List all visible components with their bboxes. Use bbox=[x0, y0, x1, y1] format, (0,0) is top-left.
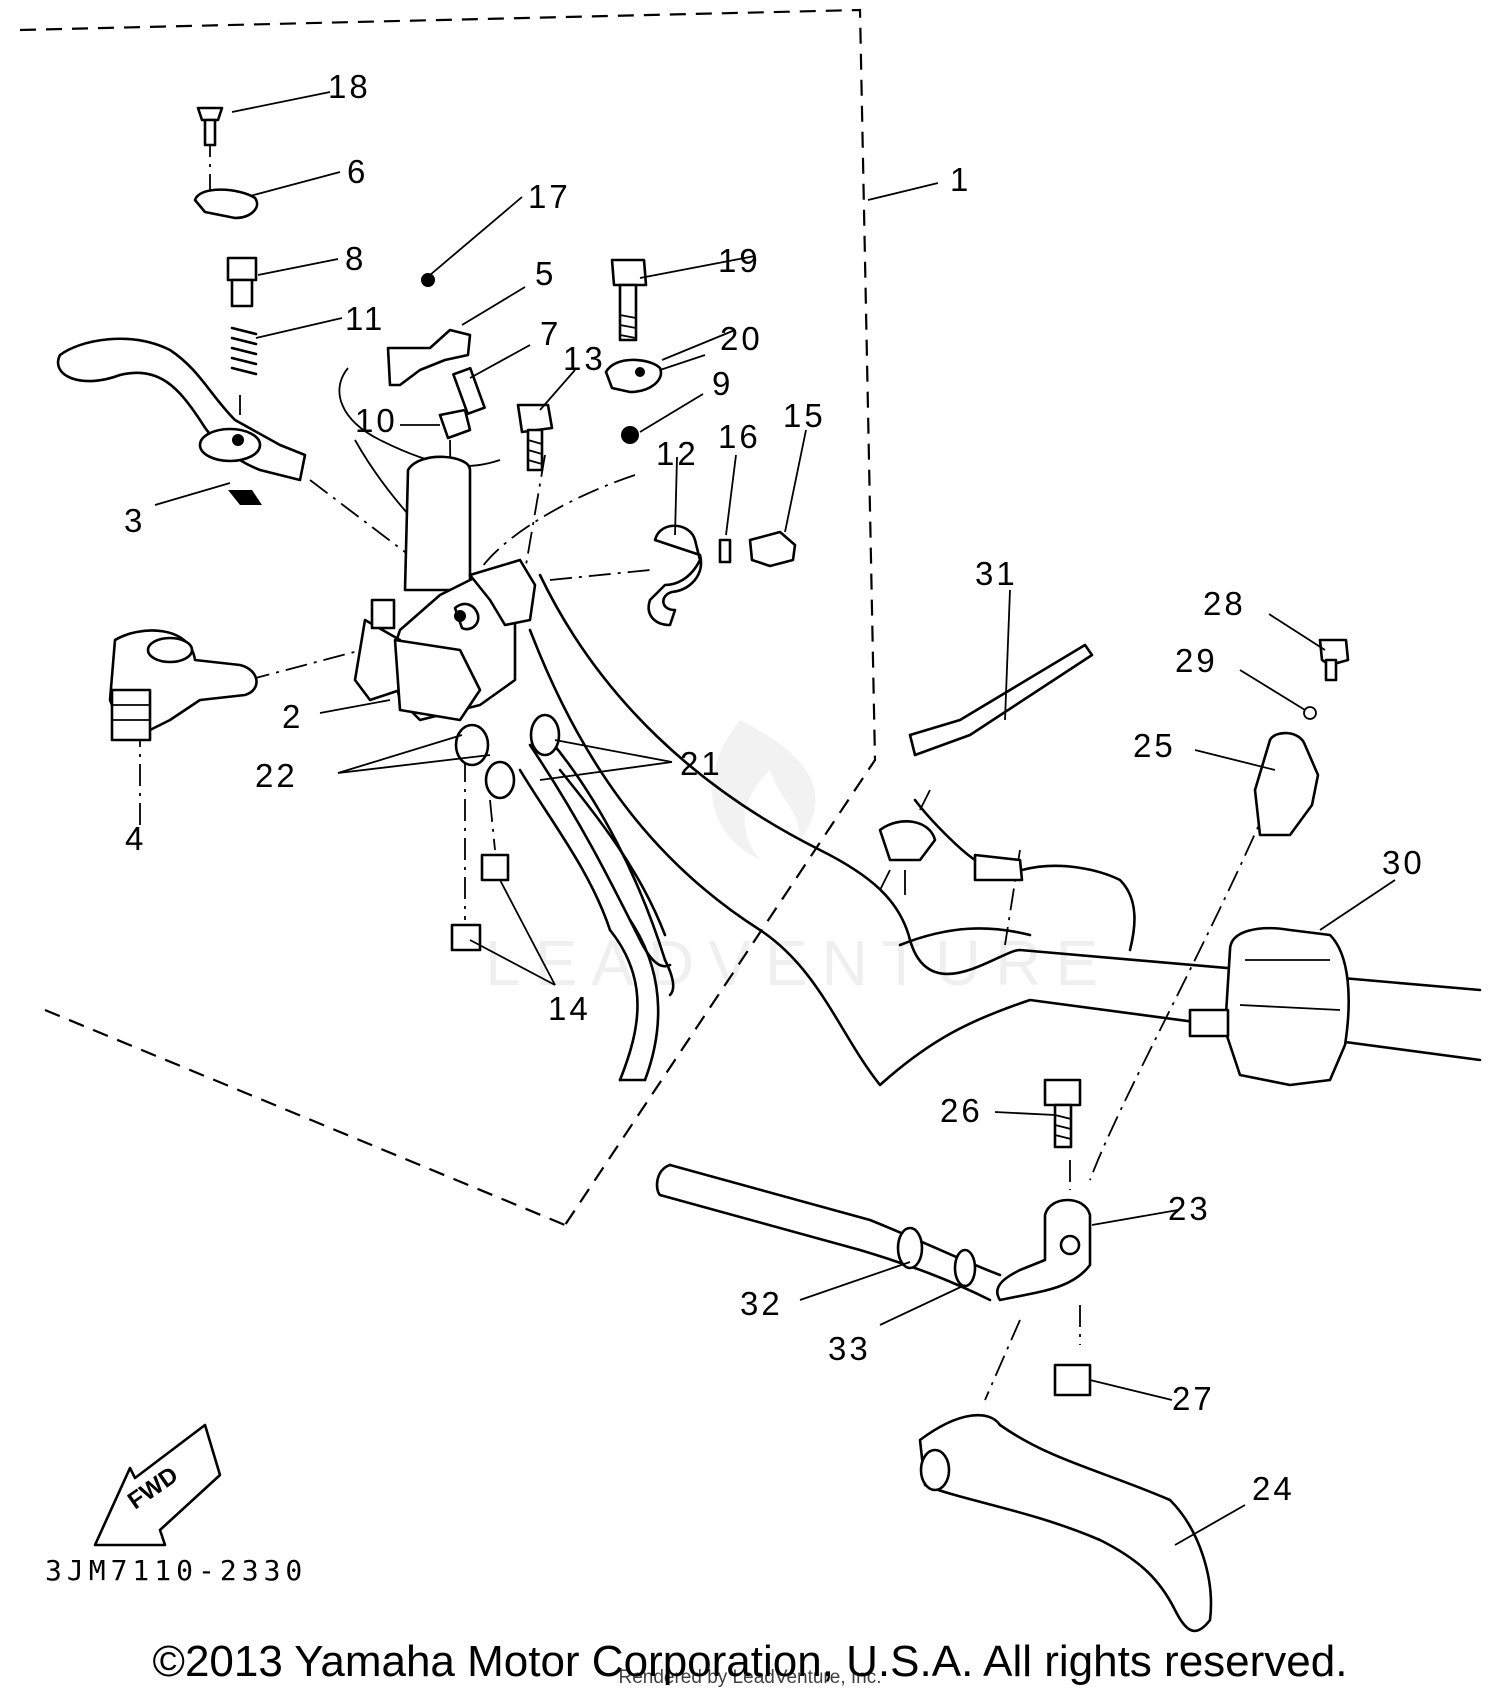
callout-32: 32 bbox=[740, 1285, 783, 1322]
callout-26: 26 bbox=[940, 1092, 983, 1129]
callout-22: 22 bbox=[255, 757, 298, 794]
copyright-notice: ©2013 Yamaha Motor Corporation, U.S.A. A… bbox=[152, 1637, 1348, 1686]
callout-15: 15 bbox=[783, 397, 826, 434]
callout-29: 29 bbox=[1175, 642, 1218, 679]
drawing-code: 3JM7110-2330 bbox=[45, 1554, 307, 1587]
callout-31: 31 bbox=[975, 555, 1018, 592]
master-cylinder bbox=[353, 455, 537, 722]
callout-14: 14 bbox=[548, 990, 591, 1027]
callout-10: 10 bbox=[355, 402, 398, 439]
callout-23: 23 bbox=[1168, 1190, 1211, 1227]
callout-12: 12 bbox=[656, 435, 699, 472]
callout-2: 2 bbox=[282, 698, 303, 735]
callout-28: 28 bbox=[1203, 585, 1246, 622]
callout-16: 16 bbox=[718, 418, 761, 455]
callout-3: 3 bbox=[124, 502, 145, 539]
callout-17: 17 bbox=[528, 178, 571, 215]
callout-5: 5 bbox=[535, 255, 556, 292]
part-holder-4 bbox=[108, 629, 258, 742]
callout-19: 19 bbox=[718, 242, 761, 279]
assembly-boundary bbox=[19, 8, 877, 1227]
rendered-by-note: Rendered by LeadVenture, Inc. bbox=[618, 1667, 882, 1688]
callout-33: 33 bbox=[828, 1330, 871, 1367]
callout-4: 4 bbox=[125, 820, 146, 857]
callout-20: 20 bbox=[720, 320, 763, 357]
watermark-text: LEADVENTURE bbox=[485, 927, 1112, 999]
callout-30: 30 bbox=[1382, 844, 1425, 881]
callout-9: 9 bbox=[712, 365, 733, 402]
callout-1: 1 bbox=[950, 161, 971, 198]
callout-8: 8 bbox=[345, 240, 366, 277]
callout-24: 24 bbox=[1252, 1470, 1295, 1507]
fwd-arrow: FWD bbox=[93, 1423, 222, 1547]
callout-25: 25 bbox=[1133, 727, 1176, 764]
hardware-parts bbox=[193, 106, 1350, 1633]
callout-11: 11 bbox=[345, 300, 385, 337]
part-lever-3 bbox=[56, 337, 307, 505]
watermark: LEADVENTURE bbox=[485, 720, 1112, 999]
callout-21: 21 bbox=[680, 745, 723, 782]
callout-7: 7 bbox=[540, 315, 561, 352]
callout-13: 13 bbox=[563, 340, 606, 377]
cable-21 bbox=[518, 738, 675, 1082]
handlebar bbox=[528, 573, 1482, 1087]
callout-27: 27 bbox=[1172, 1380, 1215, 1417]
callout-labels: 1 2 3 4 5 6 7 8 9 10 11 12 13 14 15 16 1… bbox=[124, 68, 1425, 1507]
leader-lines bbox=[154, 91, 1396, 1546]
callout-6: 6 bbox=[347, 153, 368, 190]
callout-18: 18 bbox=[328, 68, 371, 105]
